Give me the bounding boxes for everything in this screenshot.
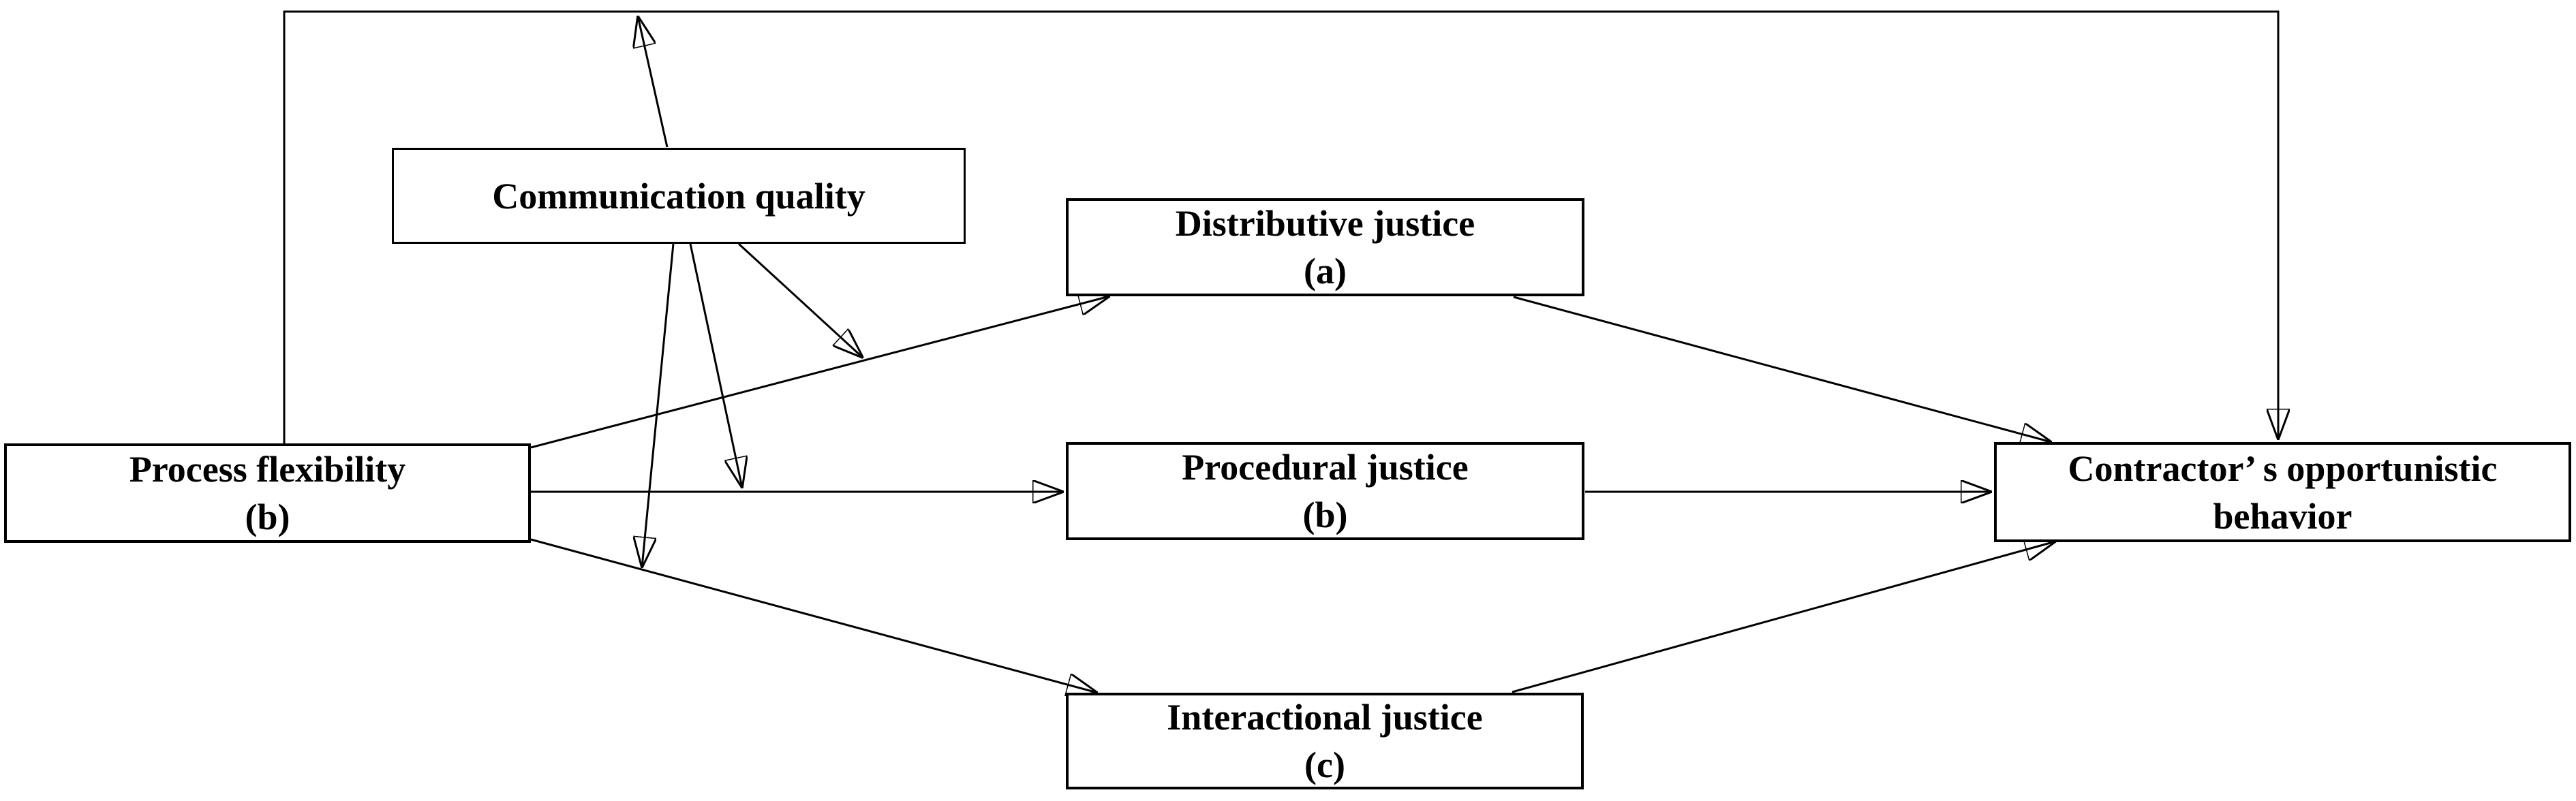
arrow-distributive-justice-to-contractor <box>1513 296 2051 442</box>
node-contractors-opportunistic-behavior: Contractor’ s opportunistic behavior <box>1994 442 2571 542</box>
node-process-flexibility-tag: (b) <box>245 497 290 537</box>
node-procedural-justice-tag: (b) <box>1302 494 1348 535</box>
arrow-process-flexibility-to-interactional-justice <box>530 538 1097 693</box>
node-communication-quality-label: Communication quality <box>492 175 865 217</box>
node-distributive-justice-label: Distributive justice <box>1175 203 1475 244</box>
node-procedural-justice: Procedural justice (b) <box>1066 442 1584 540</box>
node-process-flexibility-label: Process flexibility <box>129 449 406 490</box>
arrow-communication-quality-to-procedural-path <box>689 243 742 488</box>
node-contractor-label-line2: behavior <box>2213 495 2352 537</box>
arrow-process-flexibility-to-distributive-justice <box>530 296 1109 449</box>
node-interactional-justice-label: Interactional justice <box>1167 697 1483 738</box>
arrow-communication-quality-to-interactional-path <box>642 243 675 567</box>
node-process-flexibility: Process flexibility (b) <box>4 443 531 543</box>
arrow-communication-quality-to-direct-path <box>638 16 669 148</box>
node-procedural-justice-label: Procedural justice <box>1182 447 1469 488</box>
node-communication-quality: Communication quality <box>392 148 966 244</box>
node-interactional-justice: Interactional justice (c) <box>1066 693 1584 789</box>
node-contractor-label-line1: Contractor’ s opportunistic <box>2068 447 2498 489</box>
node-distributive-justice-tag: (a) <box>1304 251 1347 292</box>
node-interactional-justice-tag: (c) <box>1304 744 1345 785</box>
arrow-process-flexibility-to-contractor-direct <box>283 10 2278 443</box>
arrow-interactional-justice-to-contractor <box>1512 541 2055 693</box>
node-distributive-justice: Distributive justice (a) <box>1066 198 1584 296</box>
arrow-communication-quality-to-distributive-path <box>737 242 863 358</box>
